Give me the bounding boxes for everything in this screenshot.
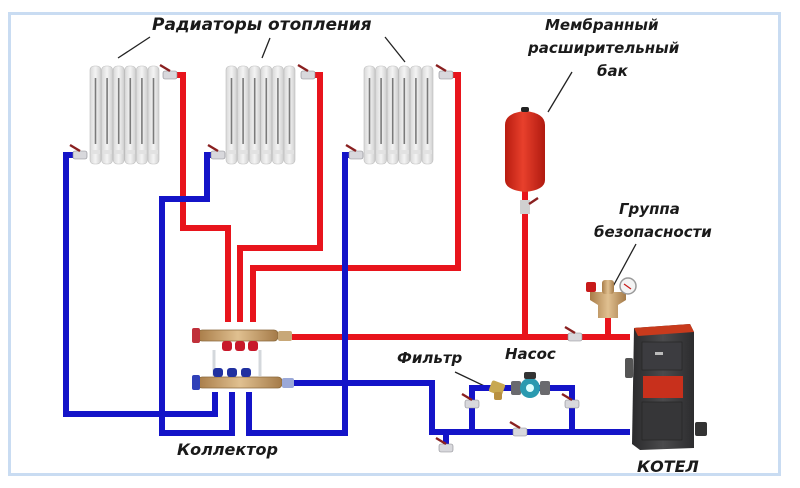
pump-flange-left bbox=[511, 381, 521, 395]
radiator-section bbox=[375, 65, 387, 165]
radiator-2 bbox=[225, 65, 296, 165]
radiator-section bbox=[363, 65, 376, 165]
radiator-3-supply-valve-icon bbox=[435, 63, 454, 80]
label-boiler: КОТЕЛ bbox=[637, 457, 699, 476]
return-pipe-radiator-2 bbox=[159, 152, 235, 436]
supply-pipe-radiator-3 bbox=[250, 72, 461, 322]
pump-hub-icon bbox=[526, 384, 534, 392]
radiator-section bbox=[147, 65, 160, 165]
supply-main-valve-icon bbox=[564, 325, 583, 342]
pump-inlet-valve-icon bbox=[461, 392, 480, 409]
radiator-section bbox=[248, 65, 261, 165]
radiator-section bbox=[112, 65, 125, 165]
boiler-top bbox=[634, 324, 694, 336]
supply-pipe-radiator-2 bbox=[237, 72, 323, 322]
radiator-3-return-valve-icon bbox=[345, 143, 364, 160]
pump-loop bbox=[469, 385, 575, 432]
label-safety-line1: Группа bbox=[619, 200, 680, 218]
pump-outlet-valve-icon bbox=[561, 392, 580, 409]
boiler-logo bbox=[655, 352, 663, 355]
collector bbox=[192, 328, 294, 390]
bypass-valve-icon bbox=[509, 420, 528, 437]
radiator-1-supply-valve-icon bbox=[159, 63, 178, 80]
expansion-tank-fitting bbox=[520, 200, 530, 214]
collector-return-valves-icon bbox=[213, 368, 251, 377]
filter bbox=[488, 380, 506, 400]
return-pipe-radiator-3 bbox=[246, 152, 356, 436]
labels: Радиаторы отопления Мембранный расширите… bbox=[152, 15, 712, 476]
boiler-handle bbox=[625, 358, 633, 378]
safety-group-vent bbox=[602, 280, 614, 294]
return-pipes bbox=[63, 152, 630, 448]
filter-body bbox=[488, 380, 506, 396]
leader-tank bbox=[547, 71, 573, 113]
drain-valve-icon bbox=[435, 436, 454, 453]
radiator-1-return-valve-icon bbox=[69, 143, 88, 160]
safety-group bbox=[586, 277, 637, 318]
safety-valve-icon bbox=[586, 282, 596, 292]
radiator-2-return-valve-icon bbox=[207, 143, 226, 160]
collector-supply-valves-icon bbox=[222, 341, 258, 351]
radiator-section bbox=[260, 65, 273, 165]
radiator-section bbox=[421, 65, 434, 165]
radiator-section bbox=[101, 65, 113, 165]
label-tank-line3: бак bbox=[597, 62, 629, 80]
boiler bbox=[625, 324, 707, 450]
expansion-tank bbox=[505, 107, 545, 214]
collector-return-fitting bbox=[282, 378, 294, 388]
boiler-flue bbox=[695, 422, 707, 436]
ball-valves bbox=[69, 63, 583, 453]
return-pipe-radiator-1 bbox=[63, 152, 218, 417]
radiator-section bbox=[124, 65, 137, 165]
radiator-section bbox=[283, 65, 296, 165]
leader-safety-group bbox=[609, 243, 637, 293]
radiator-2-supply-valve-icon bbox=[297, 63, 316, 80]
collector-return-cap-icon bbox=[192, 375, 200, 390]
label-safety-line2: безопасности bbox=[594, 223, 712, 241]
expansion-tank-valve-cap bbox=[521, 107, 529, 112]
radiator-section bbox=[398, 65, 411, 165]
radiator-section bbox=[136, 65, 148, 165]
label-pump: Насос bbox=[505, 345, 556, 363]
radiator-section bbox=[225, 65, 238, 165]
boiler-fire-window bbox=[643, 376, 683, 398]
leader-radiator-3 bbox=[384, 36, 406, 63]
radiator-section bbox=[386, 65, 399, 165]
pump bbox=[511, 372, 550, 398]
supply-pipe-radiator-1 bbox=[170, 72, 231, 322]
diagram-frame bbox=[8, 12, 781, 476]
label-tank-line2: расширительный bbox=[527, 39, 680, 57]
safety-group-body bbox=[590, 292, 626, 318]
collector-return-bar bbox=[197, 376, 283, 389]
radiator-3 bbox=[363, 65, 434, 165]
pump-flange-right bbox=[540, 381, 550, 395]
collector-supply-cap-icon bbox=[192, 328, 200, 343]
label-radiators: Радиаторы отопления bbox=[152, 15, 372, 35]
expansion-tank-body bbox=[505, 111, 545, 192]
leader-lines bbox=[117, 36, 637, 393]
radiator-section bbox=[237, 65, 249, 165]
label-collector: Коллектор bbox=[177, 440, 278, 459]
pressure-gauge-icon bbox=[619, 277, 637, 295]
collector-supply-fitting bbox=[278, 331, 292, 341]
leader-radiator-1 bbox=[117, 36, 151, 59]
label-filter: Фильтр bbox=[397, 349, 463, 367]
radiator-section bbox=[410, 65, 422, 165]
collector-supply-bar bbox=[197, 329, 279, 342]
radiator-section bbox=[272, 65, 284, 165]
boiler-upper-door bbox=[641, 341, 683, 371]
filter-sump bbox=[494, 392, 502, 400]
radiator-1 bbox=[89, 65, 160, 165]
boiler-lower-door bbox=[641, 401, 683, 441]
pump-terminal bbox=[524, 372, 536, 379]
return-main bbox=[292, 380, 630, 435]
radiator-section bbox=[89, 65, 102, 165]
leader-radiator-2 bbox=[261, 37, 271, 59]
label-tank-line1: Мембранный bbox=[545, 16, 659, 34]
expansion-tank-tap-icon bbox=[528, 197, 539, 205]
